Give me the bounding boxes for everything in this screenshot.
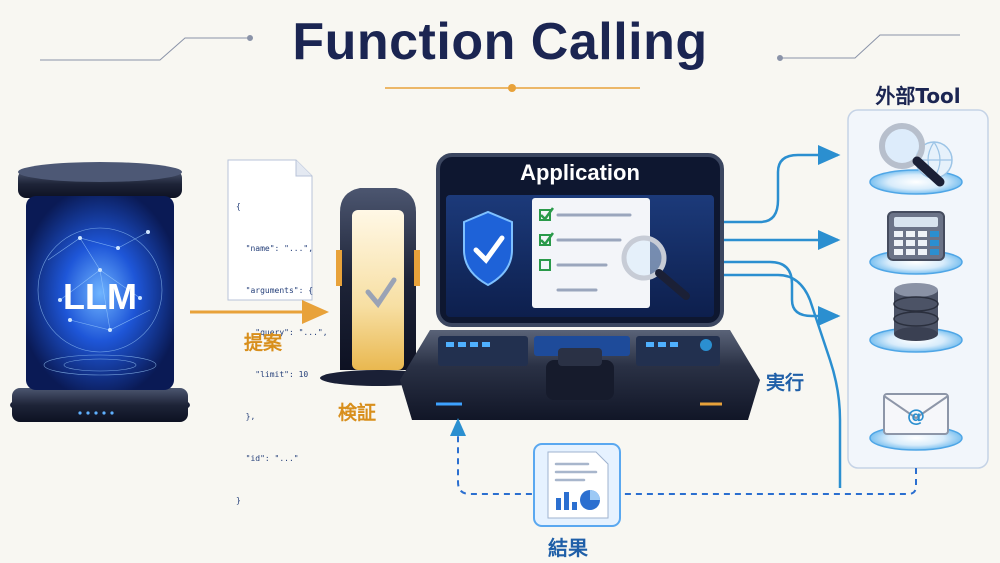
calculator-icon	[887, 211, 945, 261]
json-line: "id": "..."	[236, 454, 299, 463]
execution-label: 実行	[766, 372, 805, 394]
llm-label: LLM	[26, 276, 174, 318]
application-console	[400, 153, 760, 420]
json-line: "name": "...",	[236, 244, 314, 253]
json-line: {	[236, 202, 241, 211]
json-line: },	[236, 412, 256, 421]
result-label: 結果	[548, 536, 588, 560]
page-title: Function Calling	[292, 13, 708, 71]
json-code: { "name": "...", "arguments": { "query":…	[236, 172, 328, 522]
search-globe-icon	[879, 123, 953, 187]
result-document	[533, 443, 621, 527]
json-line: }	[236, 496, 241, 505]
json-document	[227, 159, 313, 301]
application-title: Application	[520, 160, 640, 185]
json-line: "query": "...",	[236, 328, 328, 337]
execution-arrows	[724, 145, 842, 488]
tools-title: 外部Tool	[875, 84, 961, 108]
proposal-label: 提案	[244, 332, 283, 354]
title-decoration	[40, 34, 960, 92]
validation-label: 検証	[338, 402, 377, 424]
json-line: "arguments": {	[236, 286, 314, 295]
llm-capsule	[10, 162, 190, 422]
json-line: "limit": 10	[236, 370, 309, 379]
svg-text:@: @	[907, 406, 925, 427]
validation-gate	[320, 188, 436, 386]
llm-label-text: LLM	[63, 276, 137, 317]
database-icon	[893, 283, 939, 341]
email-icon: @	[883, 393, 949, 435]
